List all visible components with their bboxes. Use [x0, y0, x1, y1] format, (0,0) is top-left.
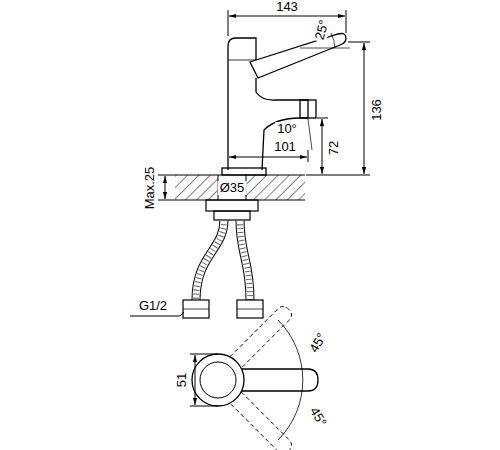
diameter-label: Ø35	[218, 181, 247, 195]
thread-label: G1/2	[137, 299, 169, 313]
dimension-label: 143	[274, 0, 300, 14]
dimension-label: 101	[272, 140, 298, 154]
angle-label: 10°	[275, 122, 299, 136]
dimension-label: 136	[370, 97, 384, 123]
angle-label: 45°	[306, 403, 330, 431]
angle-label: 25°	[312, 17, 332, 43]
angle-label: 45°	[306, 329, 330, 357]
dimension-label: Max.25	[143, 165, 157, 212]
dimension-label: 72	[327, 139, 341, 157]
dimension-label: 51	[175, 371, 189, 389]
